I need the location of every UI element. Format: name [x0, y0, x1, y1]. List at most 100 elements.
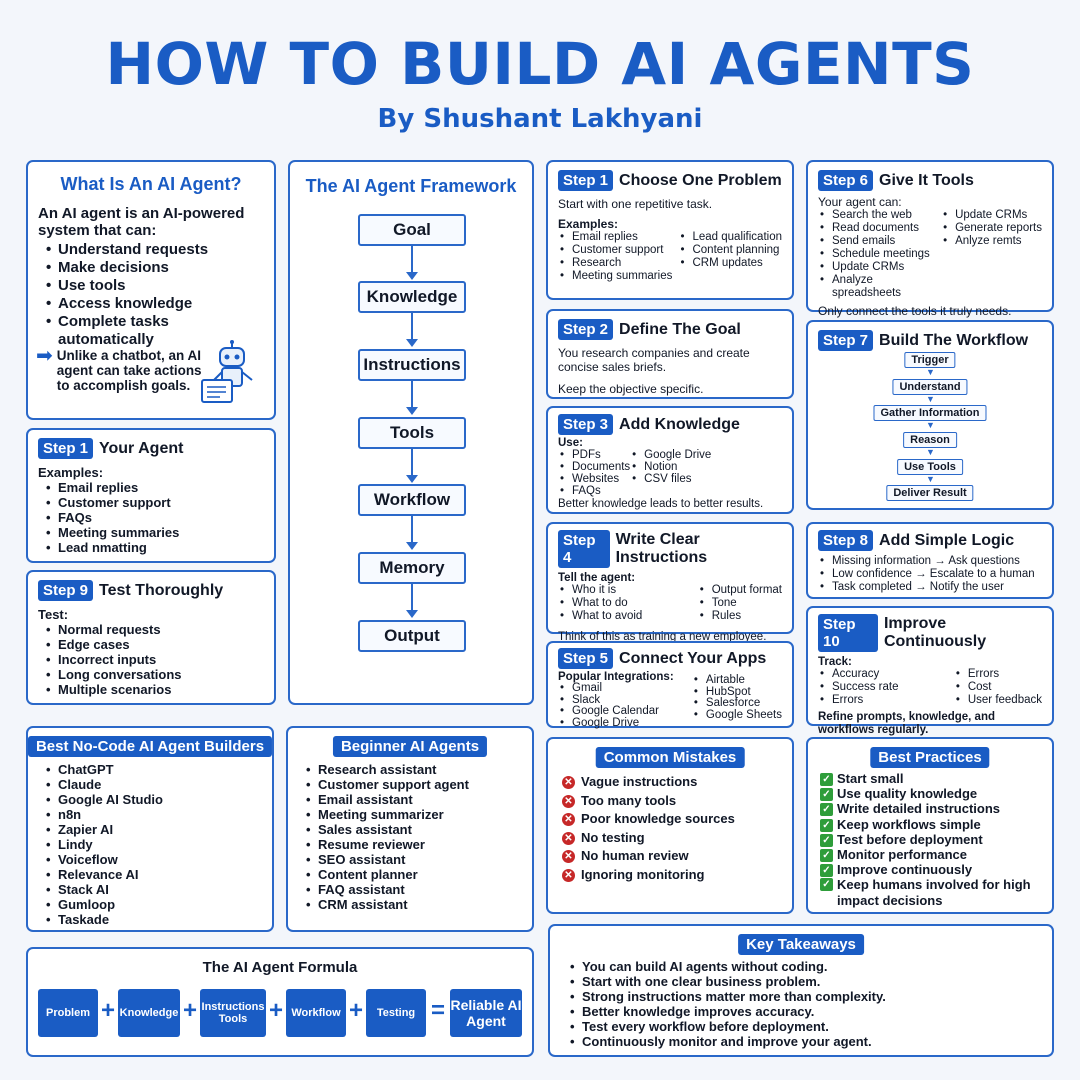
list-item: Strong instructions matter more than com…	[568, 989, 886, 1004]
list-item: ✓Test before deployment	[820, 832, 1046, 847]
test-label: Test:	[38, 607, 69, 622]
formula-term-problem: Problem	[38, 989, 98, 1037]
arrow-down-icon: ▼	[926, 447, 935, 457]
list-item: Success rate	[818, 681, 954, 694]
common-mistakes-card: Common Mistakes ✕Vague instructions ✕Too…	[546, 737, 794, 914]
list-item: Taskade	[44, 912, 163, 927]
step-tag: Step 2	[558, 319, 614, 340]
step-title: Improve Continuously	[883, 615, 987, 650]
arrow-down-icon: ▼	[926, 394, 935, 404]
framework-node-memory: Memory	[358, 552, 466, 584]
use-label: Use:	[558, 437, 583, 449]
knowledge-footer: Better knowledge leads to better results…	[558, 498, 764, 510]
tell-agent-label: Tell the agent:	[558, 572, 636, 584]
formula-term-instructions: Instructions Tools	[200, 989, 266, 1037]
arrow-down-icon	[406, 272, 418, 280]
step-intro: Start with one repetitive task.	[558, 197, 713, 211]
arrow-down-icon	[406, 407, 418, 415]
step-tag: Step 3	[558, 414, 614, 435]
arrow-down-icon: ▼	[926, 474, 935, 484]
what-is-agent-title: What Is An AI Agent?	[60, 174, 242, 194]
what-is-agent-card: What Is An AI Agent? An AI agent is an A…	[26, 160, 276, 420]
list-item: Sales assistant	[304, 822, 469, 837]
list-item: Websites	[558, 473, 630, 485]
list-item: FAQs	[44, 510, 264, 525]
list-item: Airtable	[692, 674, 782, 687]
arrow-down-icon	[406, 542, 418, 550]
list-item: Email assistant	[304, 792, 469, 807]
list-item: Notion	[630, 461, 711, 473]
builders-card: Best No-Code AI Agent Builders ChatGPT C…	[26, 726, 274, 932]
list-item: Output format	[698, 584, 782, 597]
list-item: Analyze spreadsheets	[818, 274, 941, 300]
arrow-down-icon	[406, 339, 418, 347]
list-item: Salesforce	[692, 697, 782, 710]
x-mark-icon: ✕	[562, 813, 575, 827]
list-item: ✕Too many tools	[562, 792, 735, 811]
key-takeaways-card: Key Takeaways You can build AI agents wi…	[548, 924, 1054, 1057]
check-icon: ✓	[820, 818, 833, 832]
list-item: Content planner	[304, 867, 469, 882]
list-item: Voiceflow	[44, 852, 163, 867]
list-item: You can build AI agents without coding.	[568, 959, 886, 974]
formula-term-knowledge: Knowledge	[118, 989, 180, 1037]
framework-title: The AI Agent Framework	[305, 176, 517, 196]
list-item: Make decisions	[44, 259, 264, 277]
list-item: ✕Ignoring monitoring	[562, 866, 735, 885]
arrow-down-icon	[406, 475, 418, 483]
arrow-down-icon: ▼	[926, 420, 935, 430]
list-item: ✓Use quality knowledge	[820, 786, 1046, 802]
list-item: Customer support	[558, 244, 678, 257]
list-item: Resume reviewer	[304, 837, 469, 852]
list-item: Documents	[558, 461, 630, 473]
list-item: PDFs	[558, 449, 630, 461]
examples-label: Examples:	[558, 217, 619, 231]
workflow-node-understand: Understand	[892, 379, 968, 395]
list-item: Test every workflow before deployment.	[568, 1019, 886, 1034]
list-item: CRM updates	[678, 257, 782, 270]
step-tag: Step 9	[38, 580, 94, 601]
list-item: Accuracy	[818, 668, 954, 681]
step-tag: Step 10	[818, 614, 878, 652]
list-item: Email replies	[44, 480, 264, 495]
list-item: CSV files	[630, 473, 711, 485]
step-title: Define The Goal	[619, 320, 741, 338]
step-tag: Step 1	[558, 170, 614, 191]
list-item: What to avoid	[558, 610, 698, 623]
list-item: Lead nmatting	[44, 540, 264, 555]
list-item: Content planning	[678, 244, 782, 257]
x-mark-icon: ✕	[562, 868, 575, 882]
list-item: Incorrect inputs	[44, 652, 264, 667]
list-item: Schedule meetings	[818, 248, 941, 261]
list-item: ✕No human review	[562, 847, 735, 866]
step-title: Give It Tools	[879, 171, 974, 189]
check-icon: ✓	[820, 788, 833, 802]
framework-node-instructions: Instructions	[358, 349, 466, 381]
list-item: ✓Write detailed instructions	[820, 801, 1046, 817]
list-item: n8n	[44, 807, 163, 822]
list-item: HubSpot	[692, 686, 782, 699]
step-title: Test Thoroughly	[99, 581, 224, 599]
list-item: Access knowledge	[44, 295, 264, 313]
plus-sign: +	[101, 997, 116, 1024]
list-item: Google Drive	[630, 449, 711, 461]
arrow-down-icon: ▼	[926, 367, 935, 377]
step2-card: Step 2 Define The Goal You research compa…	[546, 309, 794, 399]
list-item: ChatGPT	[44, 762, 163, 777]
list-item: Search the web	[818, 209, 941, 222]
step-tag: Step 7	[818, 330, 874, 351]
x-mark-icon: ✕	[562, 776, 575, 790]
framework-node-workflow: Workflow	[358, 484, 466, 516]
check-icon: ✓	[820, 773, 833, 787]
step-tag: Step 6	[818, 170, 874, 191]
builders-title: Best No-Code AI Agent Builders	[27, 736, 273, 757]
best-practices-card: Best Practices ✓Start small ✓Use quality…	[806, 737, 1054, 914]
plus-sign: +	[269, 997, 284, 1024]
goal-text: You research companies and create concis…	[558, 346, 750, 374]
examples-label: Examples:	[38, 465, 104, 480]
list-item: Claude	[44, 777, 163, 792]
